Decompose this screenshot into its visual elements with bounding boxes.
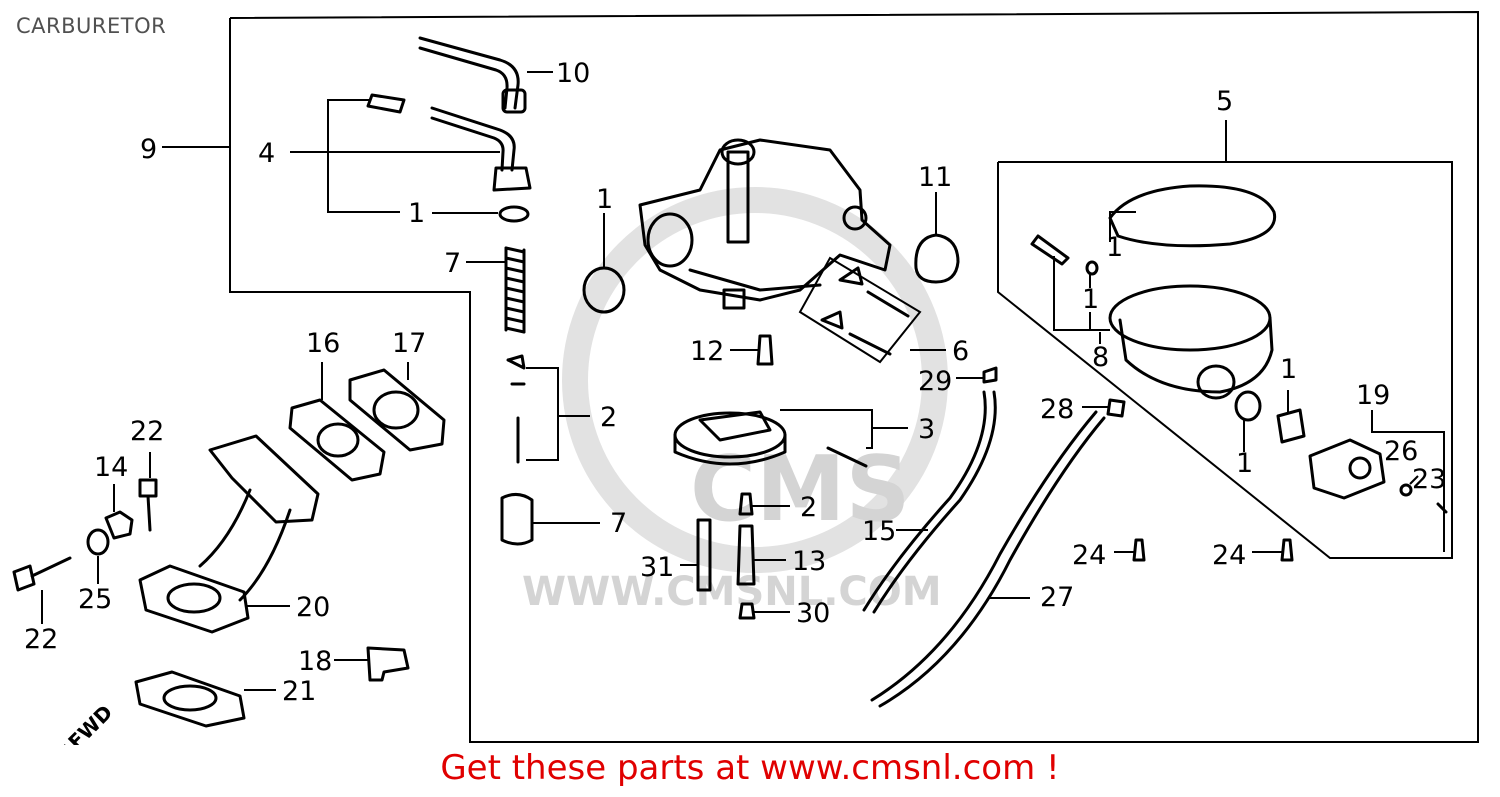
- callout-24: 24: [1072, 540, 1106, 571]
- fwd-arrow-icon: FWD: [40, 700, 117, 745]
- callout-31: 31: [640, 552, 674, 583]
- callout-27: 27: [1040, 582, 1074, 613]
- gasket-16-part: [288, 398, 386, 482]
- jet-holder-part: [738, 492, 754, 516]
- footer-promo-text: Get these parts at www.cmsnl.com !: [440, 748, 1060, 788]
- callout-26: 26: [1384, 436, 1418, 467]
- slide-plate-part: [673, 410, 868, 468]
- callout-1: 1: [408, 198, 425, 229]
- carburetor-exploded-diagram: CMS WWW.CMSNL.COM: [12, 10, 1479, 745]
- clamp-part: [366, 646, 410, 682]
- callout-18: 18: [298, 646, 332, 677]
- clip-part: [982, 366, 998, 384]
- watermark-url: WWW.CMSNL.COM: [522, 569, 942, 615]
- float-part: [914, 233, 960, 284]
- assembly-frame: [229, 10, 1479, 743]
- callout-9: 9: [140, 134, 157, 165]
- callout-23: 23: [1412, 464, 1446, 495]
- callout-13: 13: [792, 546, 826, 577]
- vent-tube-15-part: [872, 390, 997, 614]
- pilot-jet-part: [738, 602, 756, 620]
- callout-7: 7: [610, 508, 627, 539]
- main-jet-part: [736, 524, 756, 586]
- callout-1: 1: [1106, 232, 1123, 263]
- washer-part: [498, 205, 530, 223]
- callout-21: 21: [282, 676, 316, 707]
- callout-19: 19: [1356, 380, 1390, 411]
- callout-1: 1: [1280, 354, 1297, 385]
- watermark-logo: CMS: [690, 437, 910, 542]
- callout-8: 8: [1092, 342, 1109, 373]
- callout-4: 4: [258, 138, 275, 169]
- screw-kit-part: [798, 256, 922, 364]
- callout-17: 17: [392, 328, 426, 359]
- callout-24: 24: [1212, 540, 1246, 571]
- float-chamber-part: [1030, 184, 1448, 562]
- fuel-inlet-part: [366, 93, 532, 192]
- needle-jet-part: [696, 518, 712, 592]
- callout-2: 2: [800, 492, 817, 523]
- float-chamber-frame: [997, 161, 1453, 559]
- page-title: CARBURETOR: [16, 14, 167, 38]
- callout-22: 22: [24, 624, 58, 655]
- watermark: CMS WWW.CMSNL.COM: [522, 187, 948, 615]
- callout-7: 7: [444, 248, 461, 279]
- callout-12: 12: [690, 336, 724, 367]
- nut-14-part: [104, 510, 134, 540]
- spring-part: [504, 246, 526, 334]
- callout-20: 20: [296, 592, 330, 623]
- gasket-21-part: [134, 670, 246, 728]
- jet-part: [756, 334, 774, 366]
- callout-3: 3: [918, 414, 935, 445]
- callout-2: 2: [600, 402, 617, 433]
- washer-25-part: [86, 528, 110, 556]
- needle-set-part: [506, 354, 526, 464]
- callout-14: 14: [94, 452, 128, 483]
- fwd-label: FWD: [63, 700, 117, 745]
- slide-part: [500, 493, 534, 546]
- callout-labels: 10 9 4 1 7 1 11 5 1 1 8 6 12 29 16 17 2 …: [24, 58, 1446, 707]
- callout-10: 10: [556, 58, 590, 89]
- callout-16: 16: [306, 328, 340, 359]
- callout-15: 15: [862, 516, 896, 547]
- callout-1: 1: [596, 184, 613, 215]
- vent-tube-part: [418, 36, 527, 114]
- callout-1: 1: [1082, 284, 1099, 315]
- callout-1: 1: [1236, 448, 1253, 479]
- callout-5: 5: [1216, 86, 1233, 117]
- clip-28-part: [1106, 398, 1126, 418]
- callout-25: 25: [78, 584, 112, 615]
- carburetor-body-part: [638, 138, 892, 310]
- bolt-22b-part: [12, 556, 72, 592]
- callout-28: 28: [1040, 394, 1074, 425]
- callout-6: 6: [952, 336, 969, 367]
- callout-29: 29: [918, 366, 952, 397]
- bolt-22-part: [138, 478, 158, 532]
- intake-manifold-part: [138, 434, 320, 634]
- callout-22: 22: [130, 416, 164, 447]
- callout-11: 11: [918, 162, 952, 193]
- drain-tube-part: [878, 416, 1106, 708]
- callout-30: 30: [796, 598, 830, 629]
- insulator-17-part: [348, 368, 446, 452]
